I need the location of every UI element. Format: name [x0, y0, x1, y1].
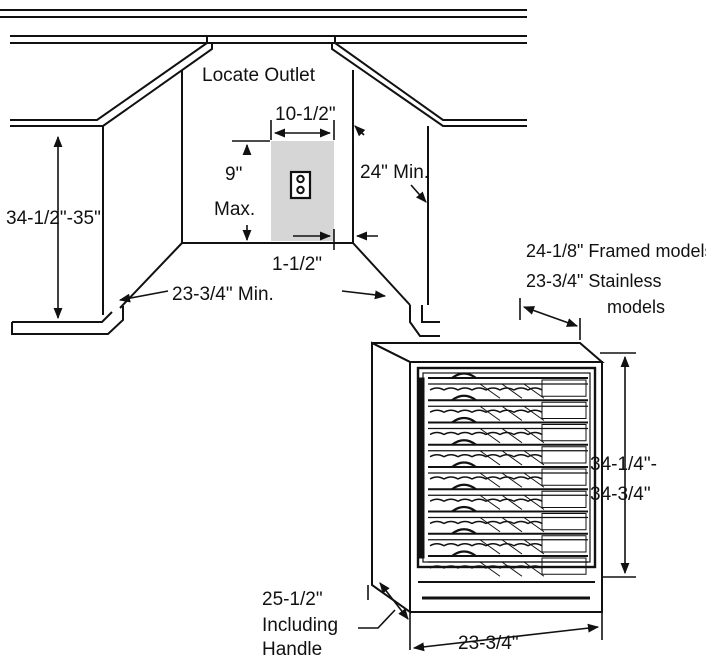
- wine-rack-shelf: [428, 505, 588, 533]
- wine-rack-shelf: [428, 394, 588, 421]
- height-range-label: 34-1/2"-35": [6, 208, 101, 229]
- wine-rack-shelf: [428, 528, 588, 555]
- outlet-offset-label: 1-1/2": [272, 254, 322, 275]
- outlet-height-max-label: Max.: [214, 199, 255, 220]
- opening-walls: [102, 70, 429, 315]
- unit-dimension-lines: [358, 298, 636, 652]
- wine-rack-shelf: [428, 439, 588, 466]
- depth-stainless-label: 23-3/4" Stainless: [526, 271, 661, 291]
- depth-handle-including-label: Including: [262, 615, 338, 636]
- wine-racks: [428, 372, 588, 577]
- wine-cooler-unit: [371, 341, 605, 614]
- wine-rack-shelf: [428, 461, 588, 488]
- outlet-width-label: 10-1/2": [275, 104, 336, 125]
- door-handle: [417, 377, 425, 559]
- depth-handle-label: 25-1/2": [262, 589, 323, 610]
- ceiling-lines: [0, 9, 527, 44]
- unit-height-label: 34-1/4"-: [590, 454, 657, 475]
- cabinet-side: [371, 341, 411, 614]
- depth-stainless-models-label: models: [607, 297, 665, 317]
- cabinet-front: [409, 361, 603, 613]
- depth-min-label: 24" Min.: [360, 162, 429, 183]
- depth-framed-label: 24-1/8" Framed models: [526, 241, 706, 261]
- width-min-label: 23-3/4" Min.: [172, 284, 274, 305]
- base-toe-kick: [11, 305, 440, 337]
- wine-rack-shelf: [428, 483, 588, 510]
- upper-cabinets: [10, 36, 527, 127]
- wine-rack-shelf: [428, 416, 588, 444]
- unit-height-label-2: 34-3/4": [590, 484, 651, 505]
- outlet-icon: [289, 170, 312, 200]
- unit-width-label: 23-3/4": [458, 633, 519, 654]
- locate-outlet-label: Locate Outlet: [202, 65, 316, 86]
- outlet-height-label: 9": [225, 164, 242, 185]
- wine-rack-shelf: [428, 372, 588, 399]
- depth-handle-handle-label: Handle: [262, 639, 322, 660]
- cutout-dimension-lines: [53, 120, 427, 320]
- wine-rack-shelf: [428, 550, 588, 577]
